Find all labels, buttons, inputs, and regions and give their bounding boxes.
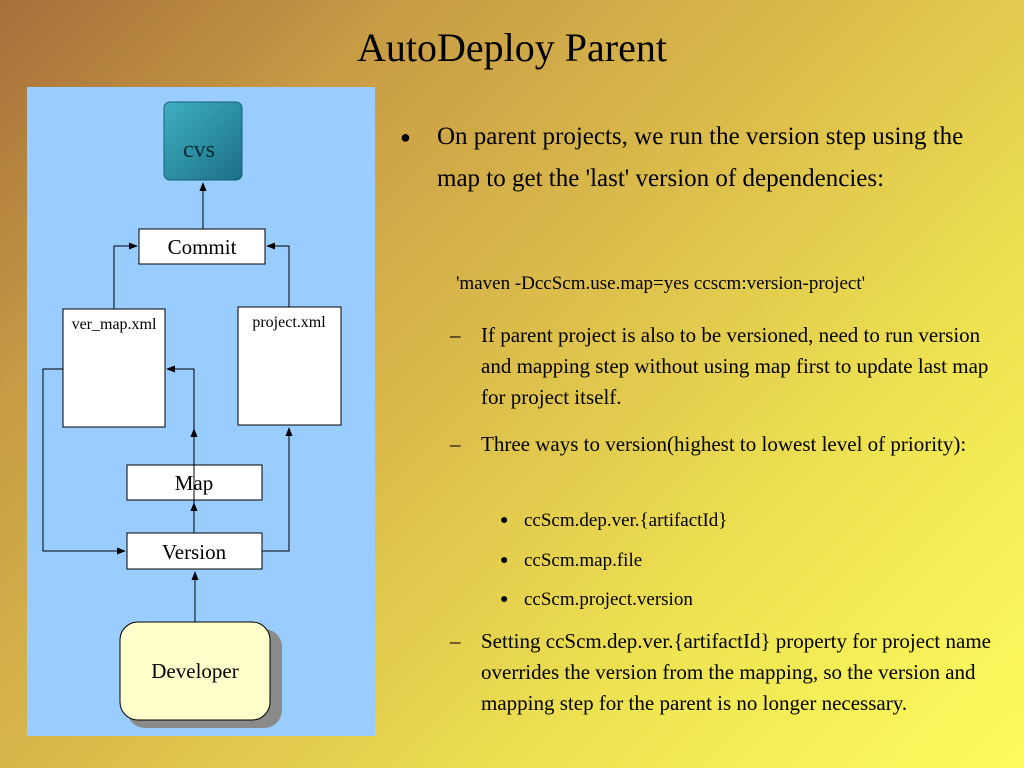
bullet-text: On parent projects, we run the version s… [437, 123, 964, 192]
cvs-repository-icon: cvs [163, 101, 243, 181]
bullet-marker: ● [500, 513, 509, 528]
command-line: 'maven -DccScm.use.map=yes ccscm:version… [456, 273, 866, 294]
developer-node: Developer [119, 621, 282, 728]
bullet-marker: ● [500, 592, 509, 607]
list-item-text: ccScm.dep.ver.{artifactId} [524, 510, 728, 531]
dash-marker: – [450, 323, 461, 347]
commit-label: Commit [168, 235, 237, 259]
flow-diagram-svg: cvs Commit ver_map.xml project.xml Map V… [27, 87, 375, 736]
ver-map-file-box [62, 308, 166, 428]
arrow-vermap-to-commit [113, 242, 138, 309]
cvs-label: cvs [183, 137, 215, 163]
list-item-text: ccScm.map.file [524, 550, 643, 571]
project-file-box [237, 306, 342, 426]
bullet-marker: ● [400, 127, 411, 147]
commit-box [138, 228, 266, 265]
sub-bullet-text: Setting ccScm.dep.ver.{artifactId} prope… [481, 629, 991, 715]
diagram-connectors [42, 182, 293, 622]
ver-map-label: ver_map.xml [72, 316, 157, 333]
sub-bullet-text: Three ways to version(highest to lowest … [481, 432, 967, 456]
sub-bullet-text: If parent project is also to be versione… [481, 323, 989, 409]
arrow-project-to-commit [266, 242, 290, 307]
dash-marker: – [450, 432, 461, 456]
list-item-text: ccScm.project.version [524, 589, 693, 610]
version-box [126, 532, 263, 570]
developer-label: Developer [151, 659, 238, 683]
flow-diagram: cvs Commit ver_map.xml project.xml Map V… [27, 87, 375, 736]
arrow-vermap-to-version [42, 368, 126, 555]
slide-title: AutoDeploy Parent [357, 25, 667, 70]
version-label: Version [162, 540, 227, 564]
project-label: project.xml [252, 314, 326, 331]
bullet-marker: ● [500, 553, 509, 568]
dash-marker: – [450, 629, 461, 653]
arrow-version-to-project [262, 427, 293, 552]
arrow-version-to-vermap [166, 365, 195, 533]
